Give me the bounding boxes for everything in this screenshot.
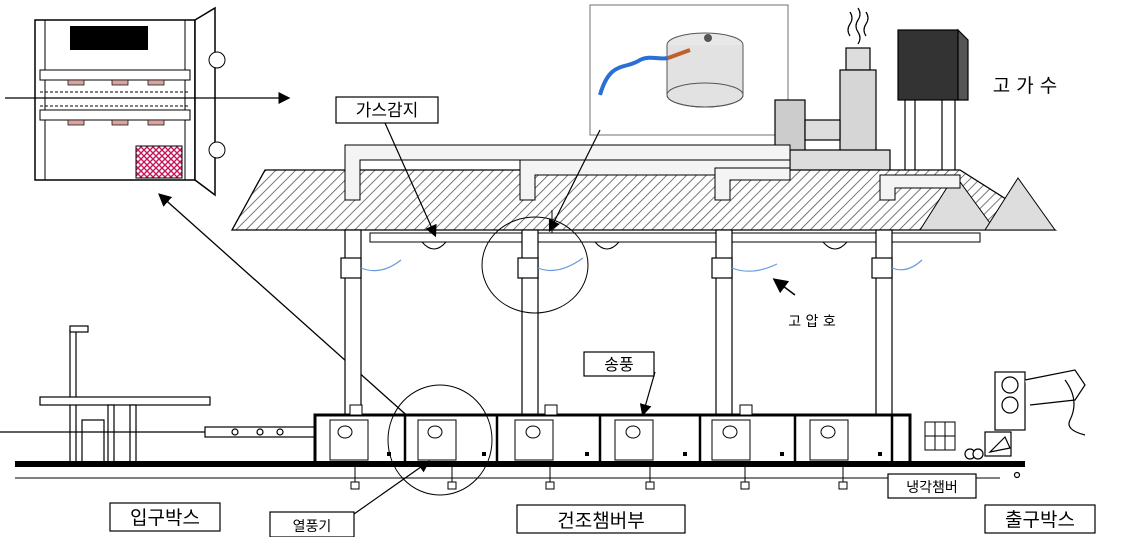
exit-box-label: 출구박스 — [1005, 509, 1075, 531]
cooling-chamber — [925, 422, 955, 450]
drying-chamber-label: 건조챔버부 — [557, 510, 644, 532]
exit-box-callout: 출구박스 — [985, 505, 1095, 533]
entrance-box-callout: 입구박스 — [110, 503, 220, 531]
cooling-chamber-callout: 냉각챔버 — [888, 474, 976, 498]
floor-line — [15, 461, 1025, 467]
drying-chamber-callout: 건조챔버부 — [517, 505, 685, 533]
entrance-box-label: 입구박스 — [130, 507, 200, 529]
hatched-roof — [232, 145, 1055, 230]
high-roof-label: 고 가 수 — [993, 75, 1058, 97]
gas-sensor-label: 가스감지 — [356, 101, 419, 121]
exhaust-equipment — [775, 8, 968, 190]
heat-blower-label: 열풍기 — [293, 519, 332, 535]
cooling-chamber-label: 냉각챔버 — [906, 480, 958, 496]
inner-section-detail: 내부구 — [5, 8, 288, 195]
high-pressure-hose-label: 고 압 호 — [788, 314, 836, 330]
high-pressure-hose-callout: 고 압 호 — [775, 280, 836, 330]
blower-label: 송풍 — [604, 355, 633, 374]
drying-chamber — [315, 405, 910, 465]
heat-blower-callout: 열풍기 — [270, 462, 428, 537]
high-pressure-hoses — [361, 258, 922, 271]
inner-section-label: 내부구 — [86, 29, 133, 49]
entrance-conveyor — [0, 326, 315, 463]
blower-callout: 송풍 — [584, 352, 655, 414]
gas-sensor-inset — [590, 5, 788, 135]
